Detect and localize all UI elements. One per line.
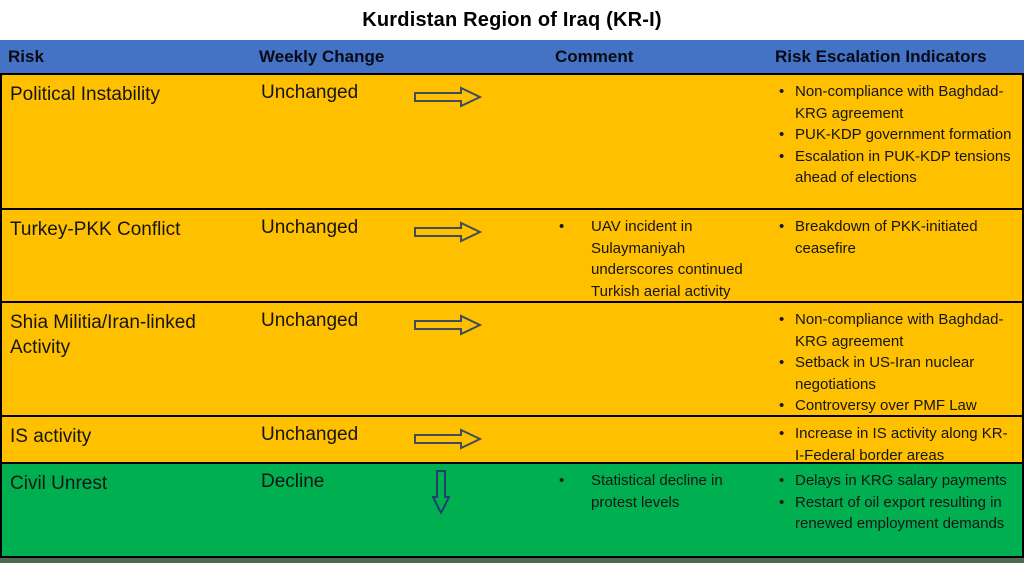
unchanged-right-arrow-icon	[414, 314, 547, 336]
unchanged-right-arrow-icon	[414, 86, 547, 108]
weekly-change-value: Unchanged	[261, 310, 359, 331]
indicator-item: Non-compliance with Baghdad-KRG agreemen…	[767, 309, 1016, 352]
risk-name: Political Instability	[10, 84, 160, 105]
indicator-item: Setback in US-Iran nuclear negotiations	[767, 352, 1016, 395]
risk-name: Shia Militia/Iran-linked Activity	[10, 312, 196, 358]
unchanged-right-arrow-icon	[414, 428, 547, 450]
indicators-cell: Delays in KRG salary payments Restart of…	[767, 464, 1022, 556]
weekly-change-value: Decline	[261, 471, 325, 492]
table-row: Shia Militia/Iran-linked Activity Unchan…	[0, 301, 1024, 417]
weekly-change-value: Unchanged	[261, 82, 359, 103]
indicators-cell: Breakdown of PKK-initiated ceasefire	[767, 210, 1022, 302]
comment-cell	[547, 75, 767, 208]
title-bar: Kurdistan Region of Iraq (KR-I)	[0, 0, 1024, 40]
comment-item: Statistical decline in protest levels	[547, 470, 761, 513]
column-header-indicators: Risk Escalation Indicators	[775, 46, 987, 66]
risk-name: Turkey-PKK Conflict	[10, 219, 181, 240]
footer-bar	[0, 556, 1024, 563]
indicator-item: Escalation in PUK-KDP tensions ahead of …	[767, 146, 1016, 189]
indicator-item: Breakdown of PKK-initiated ceasefire	[767, 216, 1016, 259]
trend-cell	[402, 464, 547, 556]
indicator-item: Delays in KRG salary payments	[767, 470, 1016, 492]
table-row: Turkey-PKK Conflict Unchanged UAV incide…	[0, 208, 1024, 301]
table-row: IS activity Unchanged Increase in IS act…	[0, 415, 1024, 464]
column-header-weekly-change: Weekly Change	[259, 46, 385, 66]
indicator-item: Non-compliance with Baghdad-KRG agreemen…	[767, 81, 1016, 124]
decline-down-arrow-icon	[432, 470, 547, 514]
indicators-cell: Non-compliance with Baghdad-KRG agreemen…	[767, 303, 1022, 417]
table-row: Civil Unrest Decline Statistical decline…	[0, 462, 1024, 556]
comment-cell: Statistical decline in protest levels	[547, 464, 767, 556]
column-header-comment: Comment	[555, 46, 634, 66]
trend-cell	[402, 75, 547, 208]
risk-name: Civil Unrest	[10, 473, 108, 494]
indicators-cell: Increase in IS activity along KR-I-Feder…	[767, 417, 1022, 466]
table-row: Political Instability Unchanged Non-comp…	[0, 73, 1024, 208]
indicator-item: PUK-KDP government formation	[767, 124, 1016, 146]
weekly-change-value: Unchanged	[261, 217, 359, 238]
comment-cell: UAV incident in Sulaymaniyah underscores…	[547, 210, 767, 302]
column-header-risk: Risk	[8, 46, 44, 66]
trend-cell	[402, 417, 547, 466]
comment-cell	[547, 417, 767, 466]
indicator-item: Increase in IS activity along KR-I-Feder…	[767, 423, 1016, 466]
indicator-item: Restart of oil export resulting in renew…	[767, 492, 1016, 535]
trend-cell	[402, 210, 547, 302]
indicators-cell: Non-compliance with Baghdad-KRG agreemen…	[767, 75, 1022, 208]
comment-cell	[547, 303, 767, 417]
risk-name: IS activity	[10, 426, 92, 447]
unchanged-right-arrow-icon	[414, 221, 547, 243]
comment-item: UAV incident in Sulaymaniyah underscores…	[547, 216, 761, 302]
trend-cell	[402, 303, 547, 417]
table-header-row: Risk Weekly Change Comment Risk Escalati…	[0, 40, 1024, 73]
weekly-change-value: Unchanged	[261, 424, 359, 445]
indicator-item: Controversy over PMF Law	[767, 395, 1016, 417]
page-title: Kurdistan Region of Iraq (KR-I)	[362, 8, 662, 31]
